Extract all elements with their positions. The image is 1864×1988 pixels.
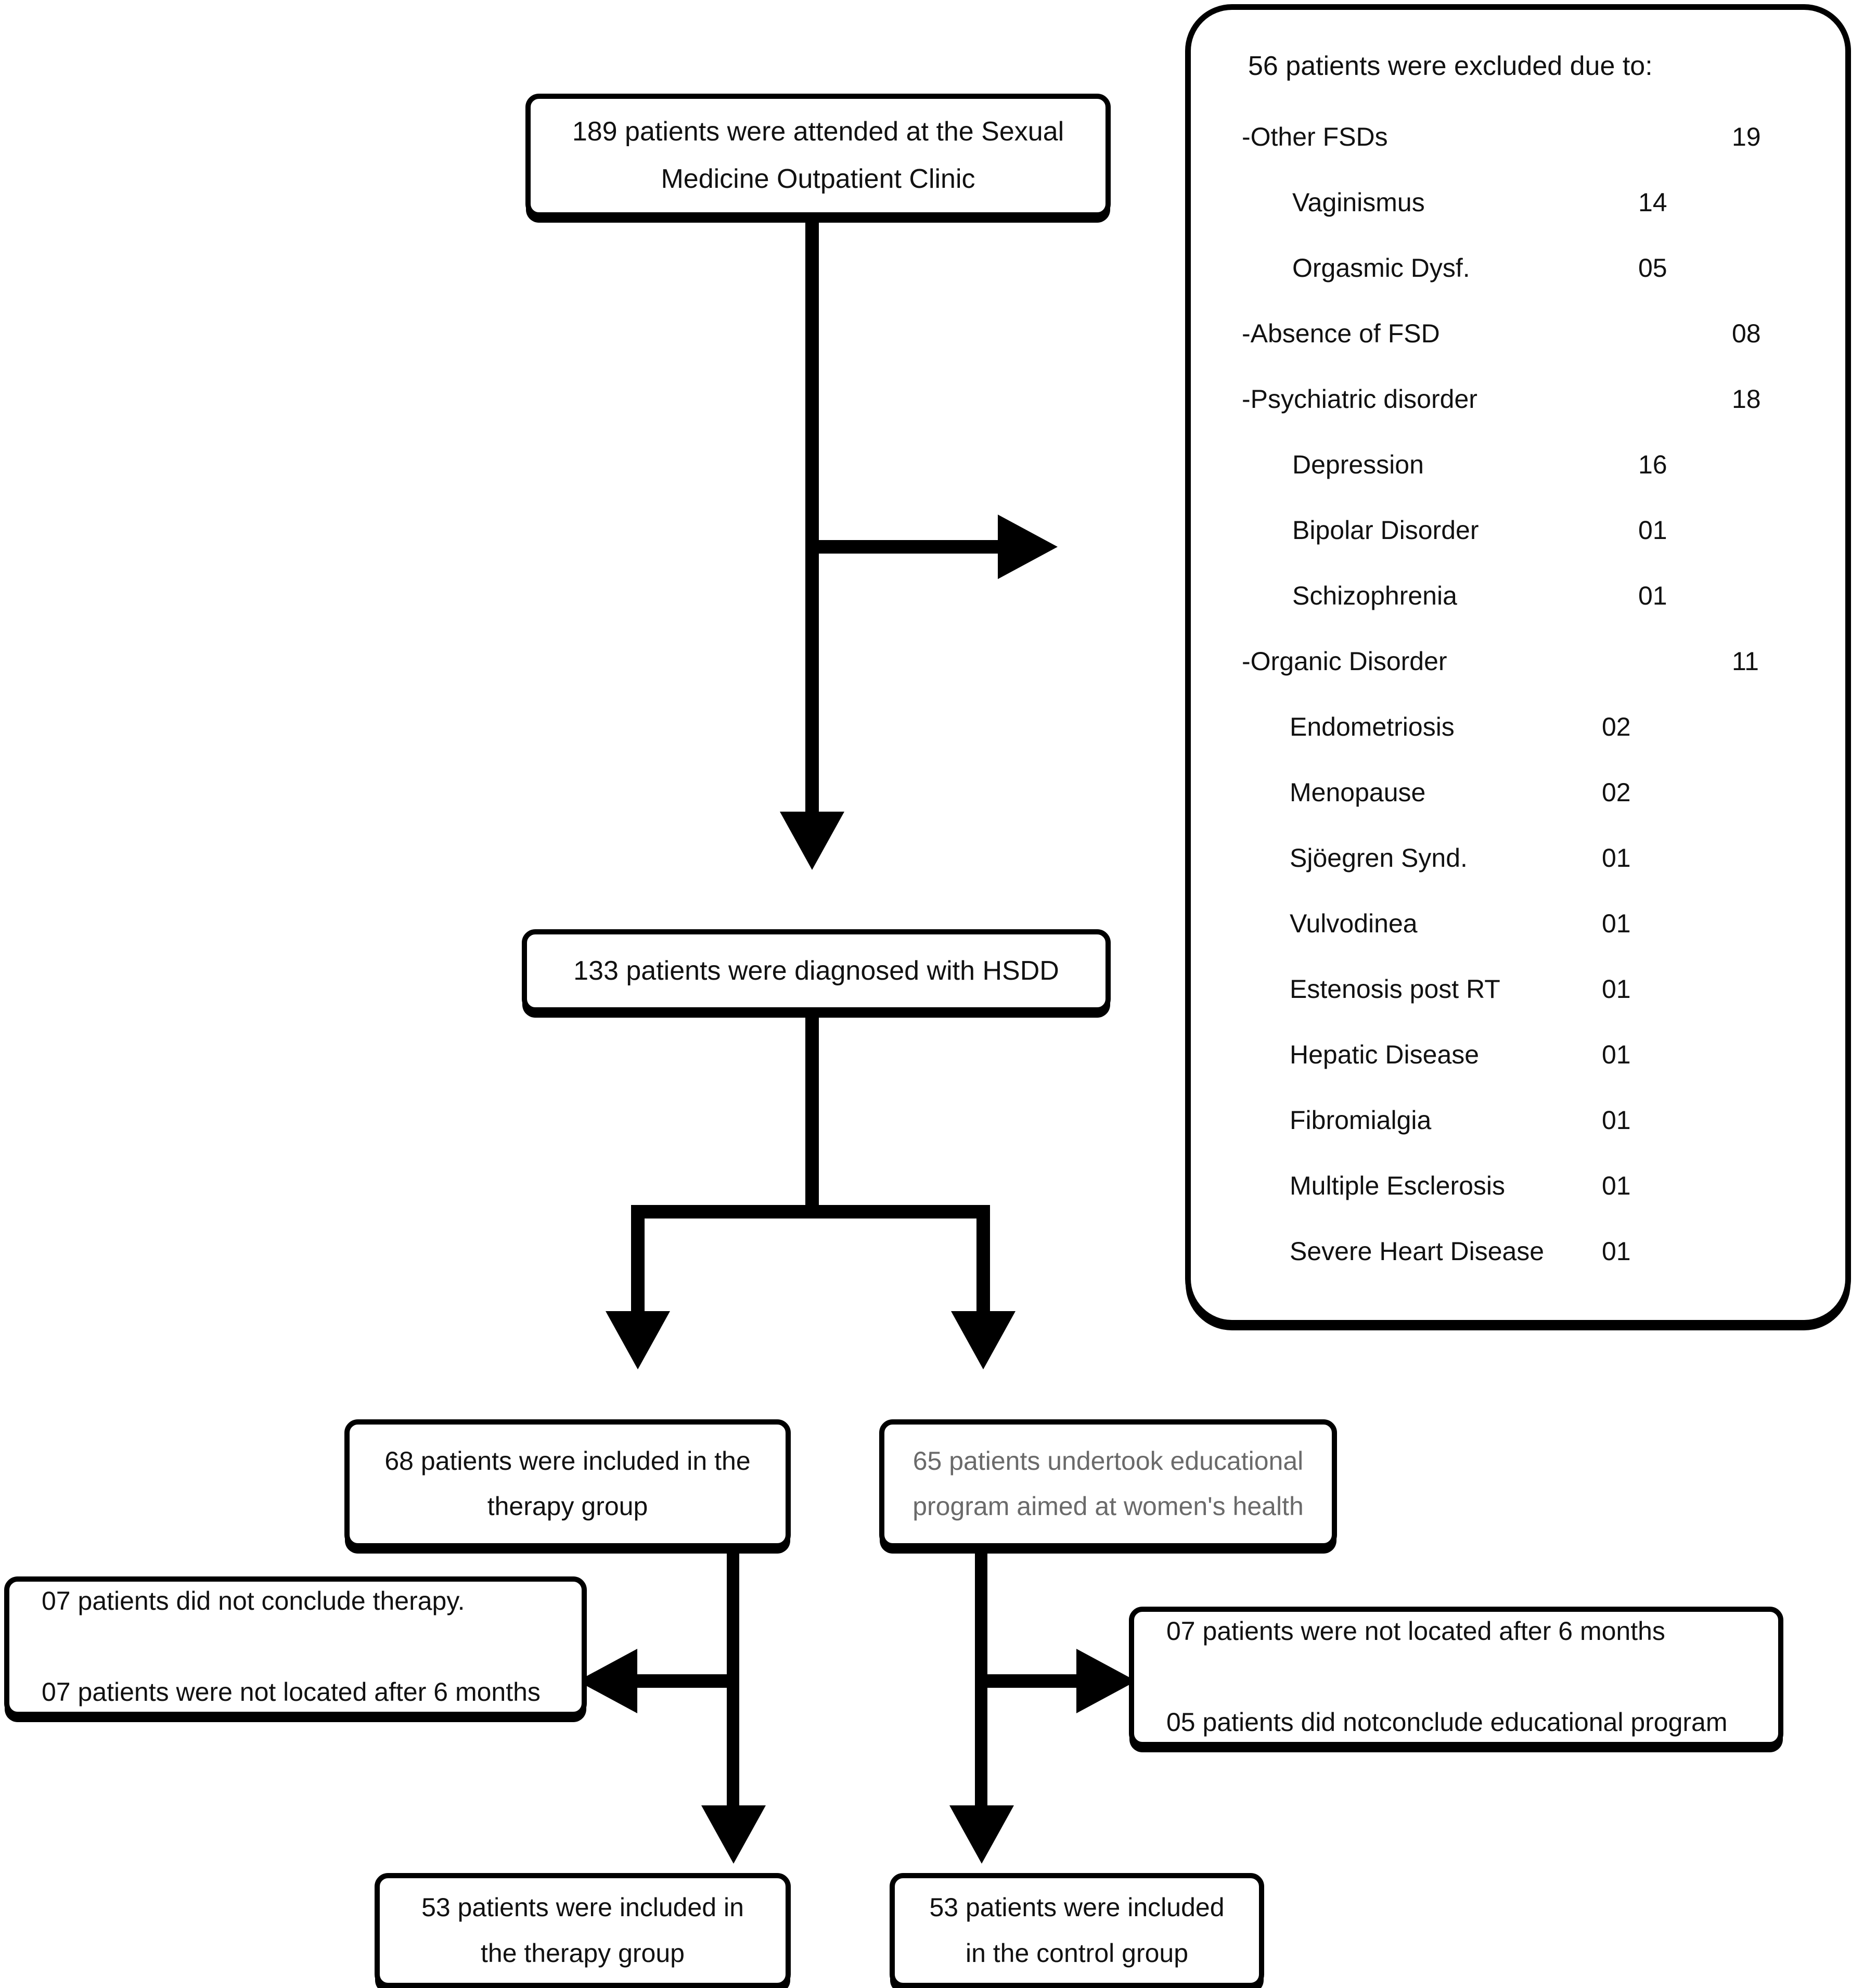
node-final-therapy: 53 patients were included in the therapy… bbox=[375, 1873, 791, 1988]
exclusion-row-count: 01 bbox=[1602, 909, 1631, 938]
exclusion-row-label: Menopause bbox=[1290, 778, 1426, 807]
arrow-to-exclusion bbox=[998, 515, 1058, 579]
exclusion-row: Depression 16 bbox=[1292, 450, 1667, 480]
exclusion-row-count: 02 bbox=[1602, 778, 1631, 807]
connector-therapy-loss bbox=[635, 1674, 739, 1688]
arrow-to-educational-group bbox=[951, 1311, 1015, 1369]
exclusion-row-count: 01 bbox=[1602, 1171, 1631, 1200]
node-educational-group-line1: 65 patients undertook educational bbox=[912, 1446, 1304, 1476]
exclusion-row-count: 16 bbox=[1638, 450, 1667, 479]
exclusion-row: -Other FSDs 19 bbox=[1242, 122, 1761, 152]
node-therapy-losses-line2: 07 patients were not located after 6 mon… bbox=[42, 1677, 541, 1707]
exclusion-row-count: 05 bbox=[1638, 253, 1667, 283]
exclusion-row-count: 01 bbox=[1602, 974, 1631, 1004]
exclusion-row-label: Severe Heart Disease bbox=[1290, 1237, 1545, 1266]
node-final-control-line2: in the control group bbox=[965, 1938, 1189, 1968]
exclusion-row-count: 01 bbox=[1602, 843, 1631, 873]
node-diagnosed: 133 patients were diagnosed with HSDD bbox=[522, 929, 1111, 1012]
node-therapy-group-line2: therapy group bbox=[487, 1492, 648, 1521]
arrow-attended-to-diagnosed bbox=[780, 812, 844, 870]
arrow-control-loss bbox=[1076, 1649, 1136, 1713]
exclusion-row-label: Estenosis post RT bbox=[1290, 974, 1500, 1004]
exclusion-row-count: 02 bbox=[1602, 712, 1631, 741]
node-control-losses-line2: 05 patients did notconclude educational … bbox=[1166, 1707, 1728, 1737]
node-attended-line1: 189 patients were attended at the Sexual bbox=[572, 117, 1064, 147]
exclusion-row: Hepatic Disease 01 bbox=[1290, 1040, 1631, 1070]
node-attended-line2: Medicine Outpatient Clinic bbox=[661, 164, 975, 194]
node-educational-group: 65 patients undertook educational progra… bbox=[879, 1419, 1337, 1548]
exclusion-row-label: -Absence of FSD bbox=[1242, 319, 1440, 348]
connector-diagnosed-stem bbox=[805, 1012, 819, 1205]
exclusion-row: -Organic Disorder 11 bbox=[1242, 646, 1759, 676]
arrow-therapy-loss bbox=[577, 1649, 637, 1713]
connector-attended-to-diagnosed bbox=[805, 217, 819, 857]
connector-therapy-stem bbox=[727, 1548, 739, 1829]
node-therapy-group: 68 patients were included in the therapy… bbox=[344, 1419, 791, 1548]
exclusion-row-count: 19 bbox=[1732, 122, 1761, 151]
exclusion-row: Vulvodinea 01 bbox=[1290, 908, 1631, 939]
exclusion-row: Vaginismus 14 bbox=[1292, 187, 1667, 217]
node-final-therapy-line1: 53 patients were included in bbox=[421, 1893, 744, 1922]
exclusion-row: Endometriosis 02 bbox=[1290, 712, 1631, 742]
connector-split-left bbox=[631, 1205, 645, 1319]
exclusion-row-label: Fibromialgia bbox=[1290, 1106, 1432, 1135]
exclusion-row-label: Orgasmic Dysf. bbox=[1292, 253, 1470, 283]
exclusion-row-label: Vaginismus bbox=[1292, 188, 1425, 217]
exclusion-row-count: 14 bbox=[1638, 188, 1667, 217]
exclusion-row: -Absence of FSD 08 bbox=[1242, 318, 1761, 349]
exclusion-row-count: 01 bbox=[1638, 516, 1667, 545]
exclusion-row-label: -Other FSDs bbox=[1242, 122, 1388, 151]
exclusion-row-count: 01 bbox=[1602, 1040, 1631, 1069]
node-final-control-line1: 53 patients were included bbox=[929, 1893, 1225, 1922]
connector-diagnosed-split bbox=[631, 1205, 990, 1219]
exclusion-row: Menopause 02 bbox=[1290, 777, 1631, 807]
exclusion-row-count: 08 bbox=[1732, 319, 1761, 348]
exclusion-row: Orgasmic Dysf. 05 bbox=[1292, 253, 1667, 283]
arrow-to-therapy-group bbox=[606, 1311, 670, 1369]
connector-split-right bbox=[976, 1205, 990, 1319]
exclusion-row: Fibromialgia 01 bbox=[1290, 1105, 1631, 1135]
exclusion-row-count: 11 bbox=[1732, 647, 1759, 676]
exclusion-row-count: 01 bbox=[1602, 1106, 1631, 1135]
node-control-losses-line1: 07 patients were not located after 6 mon… bbox=[1166, 1616, 1665, 1646]
node-diagnosed-line1: 133 patients were diagnosed with HSDD bbox=[573, 955, 1059, 986]
connector-to-exclusion bbox=[805, 540, 1000, 554]
node-control-losses: 07 patients were not located after 6 mon… bbox=[1129, 1607, 1783, 1747]
connector-control-stem bbox=[975, 1548, 987, 1829]
connector-control-loss bbox=[975, 1674, 1079, 1688]
exclusion-row-label: Depression bbox=[1292, 450, 1424, 479]
node-educational-group-line2: program aimed at women's health bbox=[912, 1492, 1304, 1521]
exclusion-row-count: 01 bbox=[1638, 581, 1667, 610]
exclusion-row-label: Sjöegren Synd. bbox=[1290, 843, 1468, 873]
exclusion-row-label: Endometriosis bbox=[1290, 712, 1455, 741]
node-therapy-losses-line1: 07 patients did not conclude therapy. bbox=[42, 1586, 465, 1615]
exclusion-title: 56 patients were excluded due to: bbox=[1248, 51, 1653, 81]
exclusion-row: -Psychiatric disorder 18 bbox=[1242, 384, 1761, 414]
node-therapy-losses: 07 patients did not conclude therapy. 07… bbox=[4, 1576, 587, 1717]
node-therapy-group-line1: 68 patients were included in the bbox=[384, 1446, 751, 1476]
exclusion-row-label: -Psychiatric disorder bbox=[1242, 384, 1477, 414]
arrow-control-to-final bbox=[949, 1805, 1014, 1864]
exclusion-row: Multiple Esclerosis 01 bbox=[1290, 1171, 1631, 1201]
node-final-therapy-line2: the therapy group bbox=[481, 1938, 685, 1968]
exclusion-row-label: Multiple Esclerosis bbox=[1290, 1171, 1506, 1200]
exclusion-row: Bipolar Disorder 01 bbox=[1292, 515, 1667, 545]
exclusion-row-count: 01 bbox=[1602, 1237, 1631, 1266]
exclusion-row: Sjöegren Synd. 01 bbox=[1290, 843, 1631, 873]
exclusion-row: Estenosis post RT 01 bbox=[1290, 974, 1631, 1004]
node-attended: 189 patients were attended at the Sexual… bbox=[525, 94, 1111, 217]
exclusion-row-label: Schizophrenia bbox=[1292, 581, 1457, 610]
exclusion-panel: 56 patients were excluded due to: -Other… bbox=[1185, 4, 1851, 1326]
exclusion-row-label: -Organic Disorder bbox=[1242, 647, 1447, 676]
exclusion-row-label: Bipolar Disorder bbox=[1292, 516, 1479, 545]
exclusion-row-label: Vulvodinea bbox=[1290, 909, 1418, 938]
exclusion-row: Severe Heart Disease 01 bbox=[1290, 1236, 1631, 1266]
exclusion-row: Schizophrenia 01 bbox=[1292, 581, 1667, 611]
exclusion-row-count: 18 bbox=[1732, 384, 1761, 414]
exclusion-row-label: Hepatic Disease bbox=[1290, 1040, 1480, 1069]
arrow-therapy-to-final bbox=[701, 1805, 766, 1864]
node-final-control: 53 patients were included in the control… bbox=[890, 1873, 1264, 1988]
